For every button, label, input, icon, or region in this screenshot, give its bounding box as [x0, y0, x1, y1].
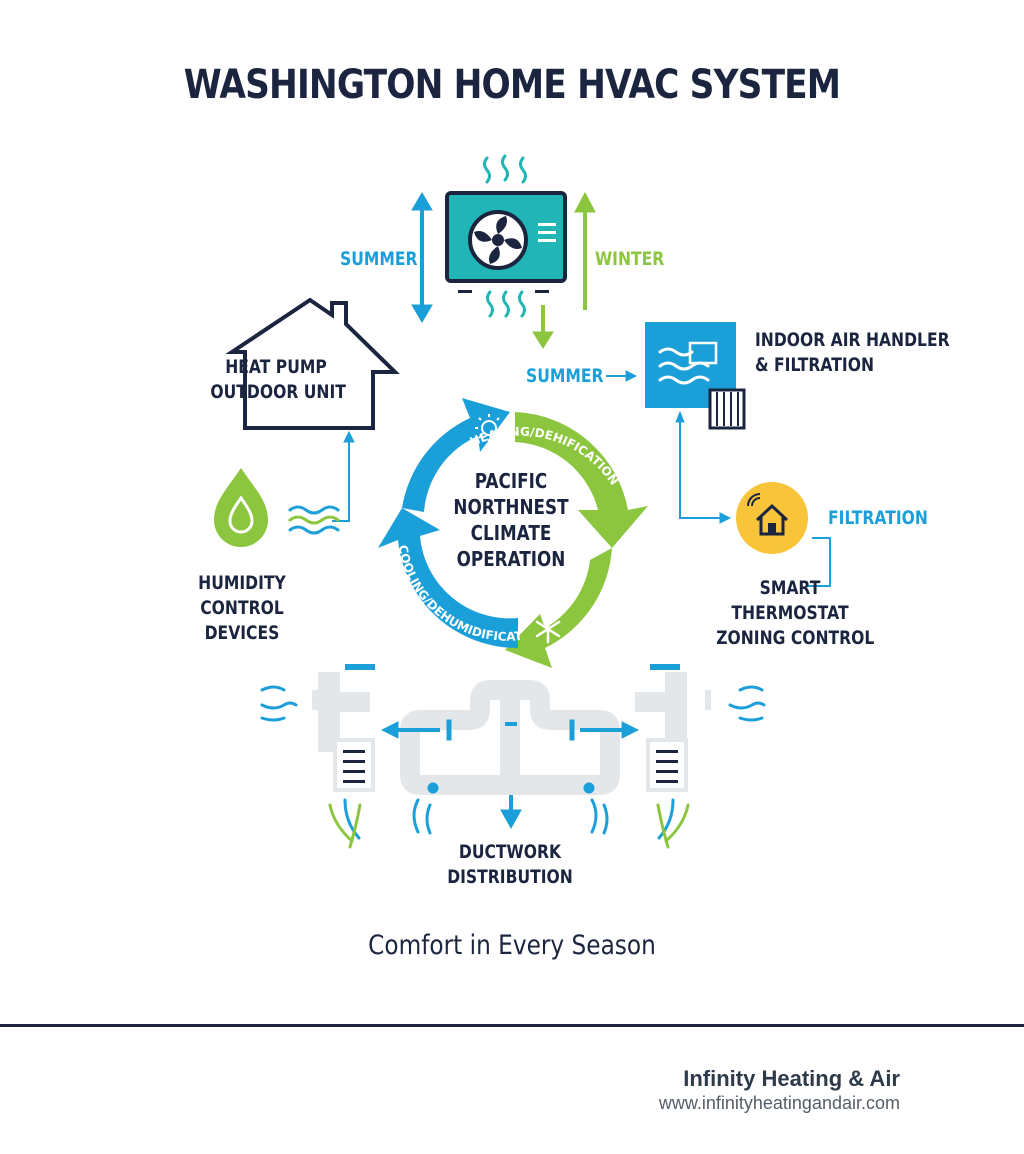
thermostat-line-3: ZONING CONTROL — [716, 627, 875, 649]
sun-icon — [475, 414, 503, 442]
winter-label: WINTER — [595, 248, 665, 270]
summer-label-left: SUMMER — [340, 248, 418, 270]
fan-icon — [474, 216, 522, 264]
humidity-line-3: DEVICES — [204, 622, 280, 644]
cooling-arc — [378, 508, 518, 649]
company-url[interactable]: www.infinityheatingandair.com — [658, 1093, 900, 1113]
thermostat-label: SMART THERMOSTAT ZONING CONTROL — [716, 576, 875, 651]
ductwork-line-1: DUCTWORK — [458, 841, 562, 863]
air-handler-label: INDOOR AIR HANDLER & FILTRATION — [755, 328, 950, 378]
tagline: Comfort in Every Season — [368, 930, 656, 961]
diagram-artwork: HEATING/DEHIFICATION COOLING/DEHUMIDIFIC… — [0, 0, 831, 849]
heating-arc-lower — [505, 548, 612, 668]
cooling-arc-label: COOLING/DEHUMIDIFICATION — [0, 0, 524, 644]
vent-grille-icon — [333, 738, 375, 792]
house-icon — [225, 297, 400, 430]
airflow-lines-icon — [260, 685, 766, 849]
cooling-arc-text: COOLING/DEHUMIDIFICATION — [0, 0, 524, 644]
air-handler-line-2: & FILTRATION — [755, 354, 874, 376]
summer-label-handler: SUMMER — [526, 365, 604, 387]
heat-pump-line-2: OUTDOOR UNIT — [210, 381, 346, 403]
air-filter-icon — [708, 388, 746, 430]
humidity-line-1: HUMIDITY — [198, 572, 286, 594]
down-arrow-to-handler — [532, 305, 554, 349]
wave-icon — [288, 505, 340, 535]
airflow-arrow-icon — [380, 719, 640, 830]
ductwork-icon — [312, 664, 711, 795]
smart-home-icon — [736, 482, 808, 554]
footer-brand: Infinity Heating & Air www.infinityheati… — [659, 1066, 900, 1114]
climate-operation-label: PACIFIC NORTHNEST CLIMATE OPERATION — [448, 468, 574, 572]
ductwork-label: DUCTWORK DISTRIBUTION — [444, 840, 575, 890]
heating-arc — [515, 412, 648, 548]
air-handler-line-1: INDOOR AIR HANDLER — [755, 329, 950, 351]
winter-up-arrow — [574, 191, 596, 310]
connector-filtration — [808, 537, 831, 587]
summer-right-arrow — [606, 370, 638, 382]
climate-line-3: CLIMATE — [470, 521, 552, 545]
snowflake-icon — [535, 614, 561, 644]
heat-pump-line-1: HEAT PUMP — [225, 356, 327, 378]
footer-divider — [0, 1024, 1024, 1027]
air-handler-icon — [645, 322, 736, 408]
filtration-label: FILTRATION — [828, 507, 928, 529]
connector-handler-thermostat — [675, 410, 732, 524]
climate-line-2: NORTHNEST — [453, 495, 569, 519]
page-title: WASHINGTON HOME HVAC SYSTEM — [183, 62, 841, 108]
humidity-line-2: CONTROL — [200, 597, 284, 619]
heat-waves-icon — [483, 154, 527, 184]
company-name: Infinity Heating & Air — [683, 1066, 900, 1091]
thermostat-line-2: THERMOSTAT — [731, 602, 849, 624]
summer-double-arrow — [411, 192, 433, 323]
humidity-label: HUMIDITY CONTROL DEVICES — [185, 571, 300, 646]
ductwork-line-2: DISTRIBUTION — [447, 866, 573, 888]
cool-waves-icon — [486, 290, 526, 318]
thermostat-line-1: SMART — [759, 577, 821, 599]
heat-pump-label: HEAT PUMP OUTDOOR UNIT — [210, 355, 346, 405]
outdoor-unit-icon — [445, 191, 567, 293]
water-drop-icon — [214, 468, 268, 547]
vent-grille-icon — [646, 738, 688, 792]
climate-line-1: PACIFIC — [474, 469, 548, 493]
climate-line-4: OPERATION — [456, 547, 566, 571]
